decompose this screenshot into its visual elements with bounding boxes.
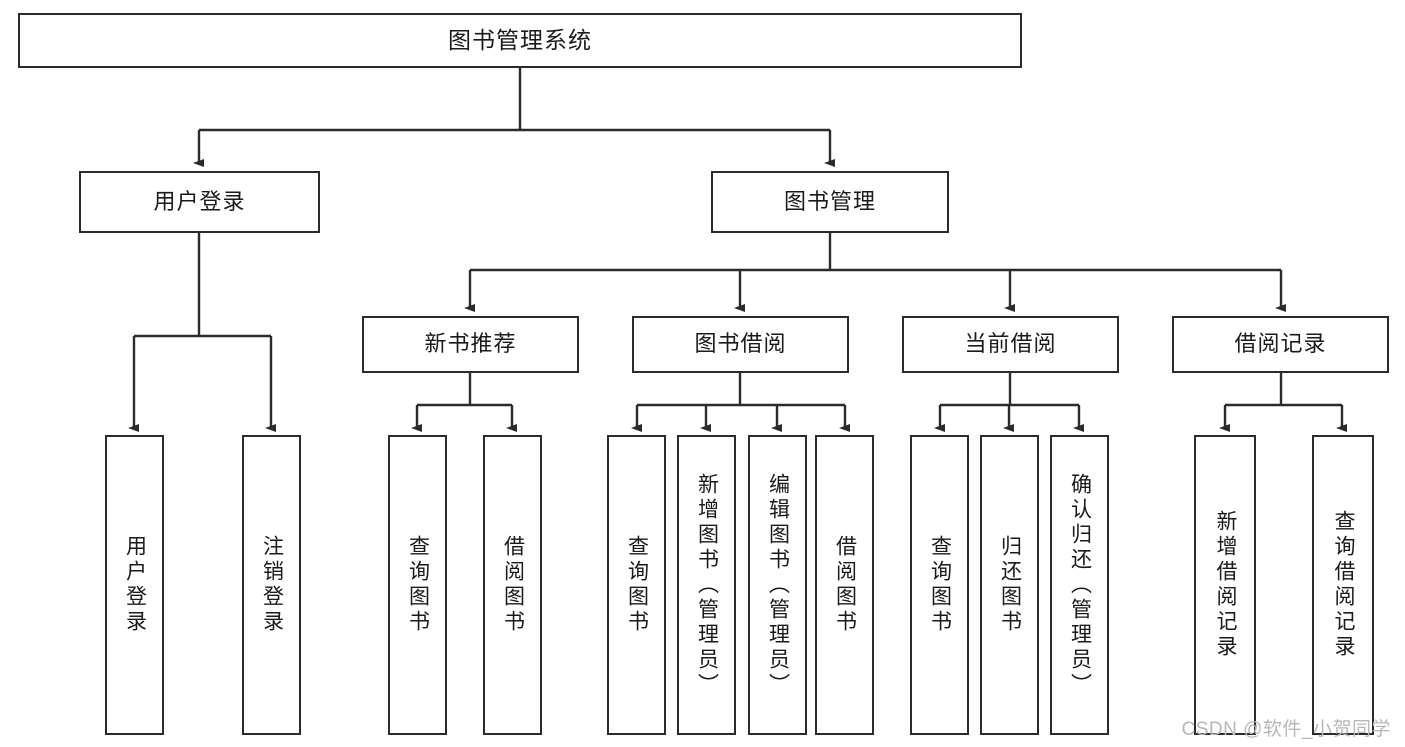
node-root-label: 图书管理系统: [448, 26, 592, 53]
node-leaf-add-record-label: 新增借阅记录: [1214, 510, 1238, 660]
node-leaf-borrow-book-1[interactable]: 借阅图书: [483, 435, 542, 735]
node-new-book-rec-label: 新书推荐: [424, 331, 517, 357]
node-current-borrow-label: 当前借阅: [964, 331, 1057, 357]
node-leaf-query-book-1-label: 查询图书: [406, 535, 430, 635]
node-leaf-query-book-3[interactable]: 查询图书: [910, 435, 969, 735]
node-leaf-user-login[interactable]: 用户登录: [105, 435, 164, 735]
node-leaf-query-book-2[interactable]: 查询图书: [607, 435, 666, 735]
node-borrow-record[interactable]: 借阅记录: [1172, 316, 1389, 373]
node-leaf-logout-login-label: 注销登录: [260, 535, 284, 635]
node-user-login-label: 用户登录: [153, 188, 246, 214]
node-current-borrow[interactable]: 当前借阅: [902, 316, 1119, 373]
node-new-book-rec[interactable]: 新书推荐: [362, 316, 579, 373]
node-leaf-query-record-label: 查询借阅记录: [1332, 510, 1356, 660]
node-leaf-query-book-3-label: 查询图书: [928, 535, 952, 635]
node-leaf-confirm-return[interactable]: 确认归还（管理员）: [1050, 435, 1109, 735]
node-leaf-add-book-label: 新增图书（管理员）: [695, 472, 719, 698]
node-book-manage[interactable]: 图书管理: [711, 171, 949, 233]
node-leaf-return-book[interactable]: 归还图书: [980, 435, 1039, 735]
node-leaf-return-book-label: 归还图书: [998, 535, 1022, 635]
node-user-login[interactable]: 用户登录: [79, 171, 320, 233]
node-leaf-confirm-return-label: 确认归还（管理员）: [1068, 472, 1092, 698]
node-leaf-add-record[interactable]: 新增借阅记录: [1194, 435, 1256, 735]
node-leaf-add-book[interactable]: 新增图书（管理员）: [677, 435, 736, 735]
node-root[interactable]: 图书管理系统: [18, 13, 1022, 68]
node-leaf-logout-login[interactable]: 注销登录: [242, 435, 301, 735]
node-leaf-borrow-book-2[interactable]: 借阅图书: [815, 435, 874, 735]
node-book-manage-label: 图书管理: [783, 188, 876, 214]
node-borrow-record-label: 借阅记录: [1234, 331, 1327, 357]
node-leaf-borrow-book-2-label: 借阅图书: [833, 535, 857, 635]
node-book-borrow-label: 图书借阅: [694, 331, 787, 357]
watermark: CSDN @软件_小贺同学: [1181, 719, 1391, 740]
node-leaf-query-record[interactable]: 查询借阅记录: [1312, 435, 1374, 735]
node-leaf-query-book-2-label: 查询图书: [625, 535, 649, 635]
node-leaf-query-book-1[interactable]: 查询图书: [388, 435, 447, 735]
node-leaf-edit-book-label: 编辑图书（管理员）: [766, 472, 790, 698]
node-book-borrow[interactable]: 图书借阅: [632, 316, 849, 373]
node-leaf-edit-book[interactable]: 编辑图书（管理员）: [748, 435, 807, 735]
node-leaf-borrow-book-1-label: 借阅图书: [501, 535, 525, 635]
node-leaf-user-login-label: 用户登录: [123, 535, 147, 635]
